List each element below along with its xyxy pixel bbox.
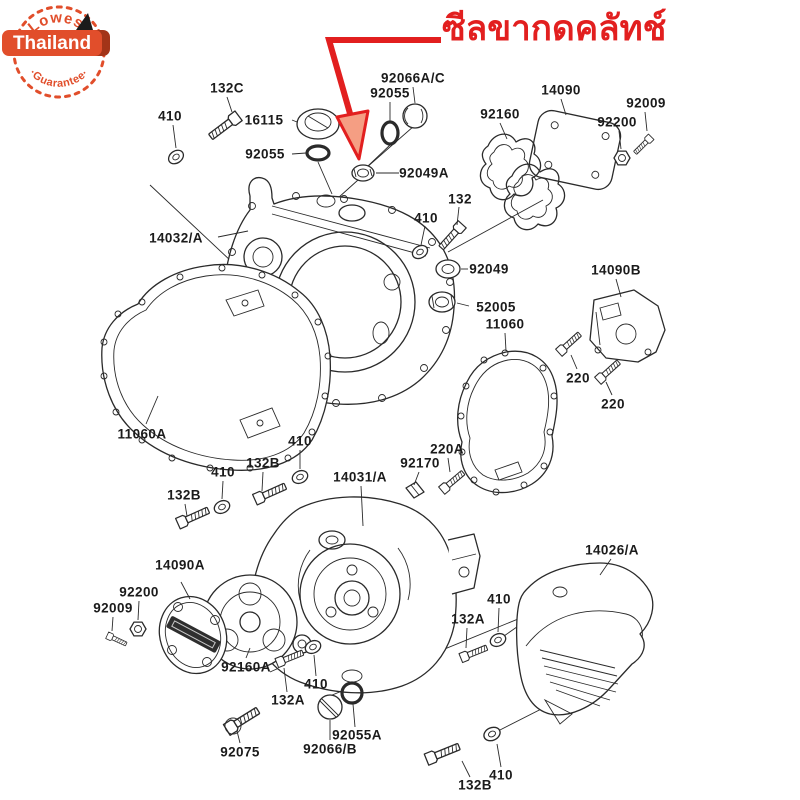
part-label: 14031/A xyxy=(333,469,387,485)
part-washer-410-right xyxy=(487,630,509,650)
part-bolt-220-1 xyxy=(555,329,584,357)
part-nut-92200-bottom xyxy=(129,621,147,637)
leader-lines xyxy=(111,86,648,778)
part-bolt-132B-mid2 xyxy=(174,504,212,530)
part-bolt-132B-bottomright xyxy=(423,740,462,766)
part-label: 410 xyxy=(414,210,438,226)
part-label: 220 xyxy=(566,370,590,386)
part-gasket-11060 xyxy=(456,349,558,496)
part-label: 92160A xyxy=(221,659,271,675)
part-label: 92170 xyxy=(400,455,440,471)
part-washer-410-topleft xyxy=(165,146,187,168)
part-bolt-132 xyxy=(436,220,467,252)
part-bracket-14090B xyxy=(589,289,666,363)
part-oring-92055-left xyxy=(305,144,331,162)
callout-arrow xyxy=(325,37,441,161)
part-seal-92049A xyxy=(351,164,375,182)
part-label: 11060A xyxy=(117,426,167,442)
part-label: 132A xyxy=(451,611,485,627)
part-label: 92066/B xyxy=(303,741,357,757)
part-label: 14090 xyxy=(541,82,581,98)
part-label: 92055 xyxy=(245,146,285,162)
part-label: 410 xyxy=(158,108,182,124)
part-washer-410-mid2 xyxy=(211,497,233,517)
part-bearing-52005 xyxy=(428,291,456,313)
part-bolt-220A xyxy=(438,468,467,495)
part-oring-92055A xyxy=(340,681,364,705)
part-oil-cap-16115 xyxy=(296,108,340,140)
part-label: 92009 xyxy=(626,95,666,111)
part-label: 132 xyxy=(448,191,472,207)
part-label: 132B xyxy=(246,455,280,471)
part-bolt-92075 xyxy=(222,704,262,736)
part-label: 410 xyxy=(487,591,511,607)
part-seal-92049 xyxy=(435,259,461,279)
part-label: 14090B xyxy=(591,262,641,278)
part-gasket-11060A xyxy=(100,263,332,472)
badge-ribbon-text: Thailand xyxy=(13,33,91,54)
part-label: 132B xyxy=(167,487,201,503)
part-cover-14090A xyxy=(158,595,228,675)
part-label: 132C xyxy=(210,80,244,96)
part-label: 92200 xyxy=(119,584,159,600)
part-bolt-132B-mid1 xyxy=(251,480,289,506)
part-label: 92049 xyxy=(469,261,509,277)
kawasaki-logo-band xyxy=(166,616,221,653)
part-bolt-92009-bottom xyxy=(105,631,129,648)
part-label: 220 xyxy=(601,396,625,412)
part-chain-cover-14026A xyxy=(515,562,654,725)
part-label: 410 xyxy=(489,767,513,783)
part-oring-92055-right xyxy=(380,120,400,146)
part-housing-14031A xyxy=(250,496,481,694)
part-label: 14026/A xyxy=(585,542,639,558)
thailand-guarantee-badge: Lowest Thailand ·Guarantee· xyxy=(0,0,120,120)
part-nut-92200-top xyxy=(613,150,631,166)
part-label: 410 xyxy=(211,464,235,480)
part-label: 132A xyxy=(271,692,305,708)
part-bolt-132A-right xyxy=(458,642,490,664)
part-label: 410 xyxy=(304,676,328,692)
part-label: 92055A xyxy=(332,727,382,743)
part-bolt-132C xyxy=(206,110,243,143)
part-pin-92170 xyxy=(405,481,425,499)
part-label: 410 xyxy=(288,433,312,449)
part-plug-92066AC xyxy=(402,103,428,129)
part-label: 14032/A xyxy=(149,230,203,246)
part-label: 52005 xyxy=(476,299,516,315)
part-bolt-92009-top xyxy=(631,133,655,157)
part-label: 220A xyxy=(430,441,464,457)
part-washer-410-bottomright xyxy=(481,724,503,744)
badge-ribbon: Thailand xyxy=(2,30,110,56)
part-label: 16115 xyxy=(244,112,284,128)
part-label: 92055 xyxy=(370,85,410,101)
part-label: 92009 xyxy=(93,600,133,616)
part-label: 14090A xyxy=(155,557,205,573)
part-label: 92160 xyxy=(480,106,520,122)
part-label: 92200 xyxy=(597,114,637,130)
part-label: 11060 xyxy=(485,316,525,332)
part-label: 132B xyxy=(458,777,492,793)
part-plug-92066B xyxy=(317,694,343,720)
part-label: 92075 xyxy=(220,744,260,760)
badge-corner-fold xyxy=(76,13,93,30)
part-label: 92066A/C xyxy=(381,70,445,86)
part-bolt-220-2 xyxy=(594,357,623,385)
part-washer-410-mid1 xyxy=(289,467,311,487)
part-label: 92049A xyxy=(399,165,449,181)
callout-text: ซีลขากดคลัทช์ xyxy=(442,9,667,49)
